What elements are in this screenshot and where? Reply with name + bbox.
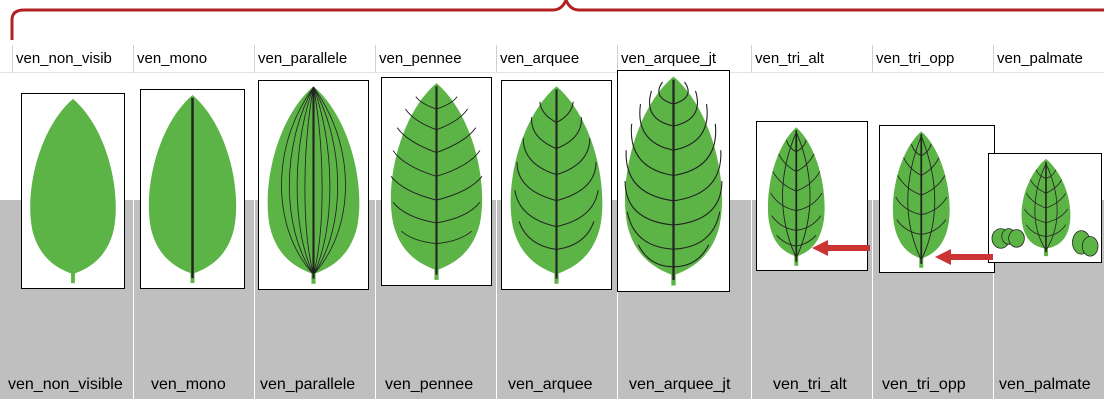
footer-label: ven_parallele bbox=[260, 376, 356, 393]
leaf-image-ven-parallele[interactable] bbox=[258, 80, 369, 290]
footer-label: ven_pennee bbox=[385, 376, 474, 393]
leaf-image-ven-arquee[interactable] bbox=[501, 80, 612, 290]
column-divider bbox=[254, 200, 255, 399]
pointer-arrow-icon bbox=[812, 240, 870, 256]
leaf-palmate-veins-icon bbox=[991, 158, 1099, 257]
leaf-no-visible-vein-icon bbox=[30, 98, 116, 284]
header-cell[interactable]: ven_non_visib bbox=[12, 45, 133, 73]
leaf-image-ven-mono[interactable] bbox=[140, 89, 245, 289]
group-brace bbox=[10, 0, 1104, 40]
footer-label: ven_non_visible bbox=[8, 376, 123, 393]
column-divider bbox=[375, 200, 376, 399]
header-cell[interactable]: ven_arquee bbox=[496, 45, 617, 73]
leaf-parallel-veins-icon bbox=[267, 86, 360, 284]
footer-label: ven_tri_alt bbox=[773, 376, 847, 393]
leaf-image-ven-non-visible[interactable] bbox=[21, 93, 125, 289]
leaf-single-midrib-icon bbox=[148, 94, 237, 284]
footer-label: ven_arquee_jt bbox=[629, 376, 731, 393]
column-divider bbox=[617, 200, 618, 399]
leaf-trinerved-alternate-icon bbox=[767, 127, 825, 266]
column-divider bbox=[993, 200, 994, 399]
header-cell[interactable]: ven_palmate bbox=[993, 45, 1104, 73]
footer-label: ven_tri_opp bbox=[882, 376, 966, 393]
column-divider bbox=[496, 200, 497, 399]
column-divider bbox=[751, 200, 752, 399]
leaf-image-ven-arquee-jt[interactable] bbox=[617, 70, 730, 292]
leaf-image-ven-pennee[interactable] bbox=[381, 77, 492, 286]
leaf-trinerved-opposite-icon bbox=[892, 131, 950, 268]
header-cell[interactable]: ven_parallele bbox=[254, 45, 375, 73]
leaf-pinnate-veins-icon bbox=[390, 83, 483, 280]
header-cell[interactable]: ven_arquee_jt bbox=[617, 45, 751, 73]
column-divider bbox=[133, 200, 134, 399]
header-cell[interactable]: ven_tri_alt bbox=[751, 45, 872, 73]
column-divider bbox=[872, 200, 873, 399]
leaf-arcuate-veins-icon bbox=[510, 86, 603, 284]
pointer-arrow-icon bbox=[935, 249, 993, 265]
leaf-image-ven-palmate[interactable] bbox=[988, 153, 1102, 263]
leaf-image-ven-tri-opp[interactable] bbox=[879, 125, 995, 273]
footer-label: ven_arquee bbox=[508, 376, 593, 393]
header-divider bbox=[0, 72, 1104, 73]
footer-label: ven_mono bbox=[151, 376, 226, 393]
header-cell[interactable]: ven_tri_opp bbox=[872, 45, 993, 73]
header-cell[interactable]: ven_pennee bbox=[375, 45, 496, 73]
leaf-arcuate-joined-veins-icon bbox=[624, 76, 723, 286]
footer-label: ven_palmate bbox=[999, 376, 1091, 393]
header-cell[interactable]: ven_mono bbox=[133, 45, 254, 73]
